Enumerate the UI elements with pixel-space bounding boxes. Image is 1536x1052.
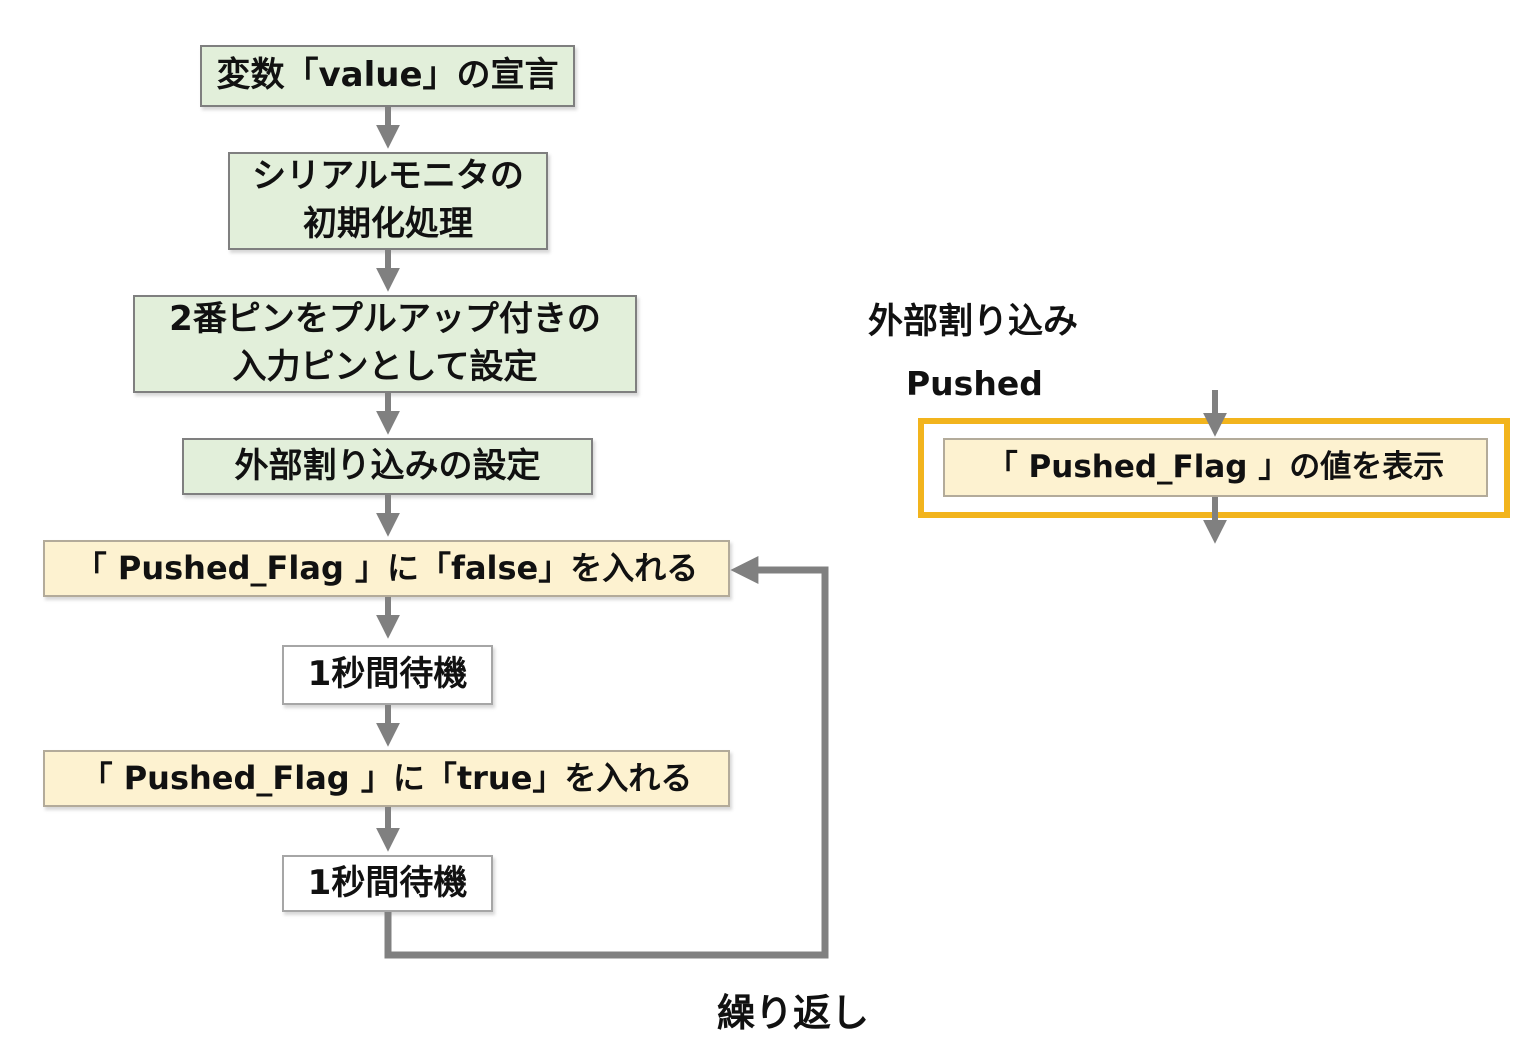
flow-step-set-flag-false: 「 Pushed_Flag 」に「false」を入れる bbox=[43, 540, 730, 597]
flow-step-wait-1s-b: 1秒間待機 bbox=[282, 855, 493, 912]
flow-step-serial-monitor-init: シリアルモニタの 初期化処理 bbox=[228, 152, 548, 250]
interrupt-step-show-pushed-flag-value: 「 Pushed_Flag 」の値を表示 bbox=[943, 438, 1488, 497]
interrupt-trigger-label: Pushed bbox=[906, 364, 1043, 403]
flow-step-wait-1s-a: 1秒間待機 bbox=[282, 645, 493, 705]
flow-step-external-interrupt-setup: 外部割り込みの設定 bbox=[182, 438, 593, 495]
interrupt-section-title: 外部割り込み bbox=[868, 302, 1079, 342]
flow-step-pin2-pullup-input-setup: 2番ピンをプルアップ付きの 入力ピンとして設定 bbox=[133, 295, 637, 393]
flow-step-set-flag-true: 「 Pushed_Flag 」に「true」を入れる bbox=[43, 750, 730, 807]
flow-step-declare-value: 変数「value」の宣言 bbox=[200, 45, 575, 107]
loop-label: 繰り返し bbox=[717, 991, 870, 1035]
